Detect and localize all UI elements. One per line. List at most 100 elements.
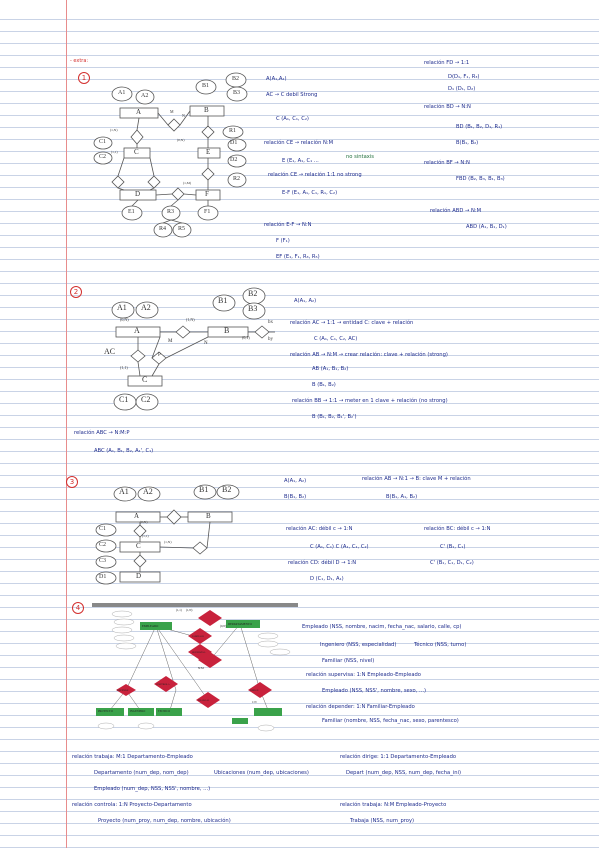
diagram-d1-label-4: B2: [232, 76, 240, 82]
note-s1-2: AC → C debil Strong: [266, 92, 318, 98]
note-s3-3: B(B₁, B₂): [284, 494, 307, 500]
diagram-d1-label-25: (1,N): [110, 127, 118, 132]
diagram-d4-label-16: 1:N: [252, 700, 257, 704]
note-s4-10: Departamento (num_dep, nom_dep): [94, 770, 189, 776]
diagram-d1-label-28: (1,M): [183, 180, 192, 185]
diagram-d2-label-1: A1: [117, 303, 127, 312]
diagram-d1-label-2: A2: [141, 93, 149, 99]
note-s2-8: B (B₁, B₂, B₁', B₂'): [312, 414, 357, 420]
diagram-d4-label-7: SUPERVISA: [192, 650, 206, 654]
note-s4-11: Ubicaciones (num_dep, ubicaciones): [214, 770, 309, 776]
diagram-d1-label-5: B3: [233, 90, 241, 96]
diagram-d1-label-10: R1: [229, 128, 237, 134]
note-s1-17: B(B₁, B₂): [456, 140, 479, 146]
note-s3-7: C (A₁, C₁) C (A₁, C₁, C₂): [310, 544, 369, 550]
diagram-d1-label-1: A1: [118, 90, 126, 96]
diagram-d1-label-12: E1: [128, 209, 135, 215]
note-s2-6: B (B₁, B₂): [312, 382, 336, 388]
page-header: - extra:: [70, 58, 89, 64]
note-s3-8: C' (B₁, C₁): [440, 544, 466, 550]
diagram-d2-label-19: (1,1): [120, 365, 128, 370]
diagram-d2-label-8: C: [142, 375, 148, 384]
diagram-d3-label-5: A: [134, 512, 140, 520]
note-s1-10: F (F₁): [276, 238, 290, 244]
diagram-d3-label-13: (0,N): [140, 519, 148, 524]
diagram-d1-label-22: F: [205, 190, 209, 198]
diagram-d3-label-11: C3: [99, 558, 107, 564]
diagram-d2-label-2: A2: [141, 303, 151, 312]
diagram-d4-label-13: (1,N): [186, 608, 193, 612]
diagram-d4-label-11: DEPENDE: [117, 688, 129, 692]
diagram-d1-label-3: B1: [202, 83, 210, 89]
note-s4-15: relación dirige: 1:1 Departamento-Emplea…: [340, 754, 457, 760]
diagram-d2-label-20: (0,1): [242, 335, 250, 340]
diagram-d1-label-18: B: [204, 106, 209, 114]
diagram-d2-label-6: A: [134, 326, 140, 335]
diagram-d1-label-27: (0,N): [177, 137, 185, 142]
note-s4-4: Familiar (NSS, nivel): [322, 658, 375, 664]
diagram-d3-label-3: B1: [199, 485, 209, 494]
note-s1-6: no sintaxis: [346, 154, 374, 160]
diagram-d2-label-11: AC: [104, 347, 116, 356]
note-s1-9: relación E-F → N:N: [264, 222, 312, 228]
diagram-d3-label-10: C2: [99, 542, 107, 548]
diagram-d3-label-6: B: [206, 512, 211, 520]
section-1-number: 1: [78, 72, 90, 84]
diagram-d3-label-1: A1: [119, 487, 129, 496]
note-s1-8: E-F (E₁, A₁, C₁, R₁, C₂): [282, 190, 338, 196]
diagram-d4-label-14: (0,N): [220, 624, 227, 628]
diagram-d2-label-5: B3: [248, 304, 258, 313]
note-s2-3: C (A₁, C₁, C₂, AC): [314, 336, 358, 342]
note-s1-7: relación CE → relación 1:1 no strong: [268, 172, 362, 178]
diagram-d2-label-17: (0,N): [120, 317, 129, 322]
note-s3-1: A(A₁, A₂): [284, 478, 307, 484]
diagram-d1-label-20: D: [135, 190, 141, 198]
note-s1-18: relación BF → N:N: [424, 160, 470, 166]
note-s1-1: A(A₁,A₂): [266, 76, 287, 82]
note-s2-1: A(A₁, A₂): [294, 298, 317, 304]
note-s4-5: relación supervisa: 1:N Empleado-Emplead…: [306, 672, 421, 678]
diagram-d4-label-1: EMPLEADO: [142, 624, 159, 628]
note-s2-10: ABC (A₁, B₁, B₂, A₁', C₁): [94, 448, 154, 454]
note-s1-16: BD (B₁, B₂, D₁, R₁): [456, 124, 503, 130]
er-diagram-1: [93, 72, 248, 238]
note-s3-2: relación AB → N:1 → B: clave M + relació…: [362, 476, 471, 482]
diagram-d2-label-12: M: [168, 339, 173, 344]
diagram-d4-label-8: TRABAJA: [198, 698, 210, 702]
diagram-d2-label-7: B: [224, 326, 230, 335]
diagram-d1-label-7: C2: [99, 154, 107, 160]
note-s1-20: relación ABD → N:M: [430, 208, 482, 214]
section-3-number: 3: [66, 476, 78, 488]
diagram-d1-label-19: C: [134, 148, 139, 156]
diagram-d4-label-6: FAMILIAR: [192, 634, 204, 638]
er-diagram-4: [92, 603, 298, 732]
note-s3-10: C' (B₁, C₁, D₁, C₂): [430, 560, 474, 566]
note-s4-18: Trabaja (NSS, num_proy): [350, 818, 415, 824]
note-s2-2: relación AC → 1:1 → entidad C: clave + r…: [290, 320, 414, 326]
diagram-d3-label-14: (1,1): [142, 533, 149, 538]
diagram-d2-label-9: C1: [119, 395, 129, 404]
note-s1-3: C (A₁, C₁, C₂): [276, 116, 309, 122]
diagram-d2-label-14: P: [158, 353, 161, 358]
diagram-d1-label-11: R2: [233, 176, 241, 182]
diagram-d4-label-5: TECNICO: [158, 710, 171, 714]
note-s4-9: relación trabaja: M:1 Departamento-Emple…: [72, 754, 193, 760]
diagram-d3-label-12: D1: [99, 574, 107, 580]
diagram-d4-label-9: DIRIGE: [250, 688, 259, 692]
diagram-d2-label-4: B2: [248, 289, 258, 298]
margin-line: [66, 0, 67, 848]
diagram-d4-label-4: INGENIERO: [130, 710, 146, 714]
diagram-d4-label-2: DEPARTAMENTO: [228, 622, 252, 626]
note-s1-12: relación FD → 1:1: [424, 60, 470, 66]
note-s4-7: relación depender: 1:N Familiar-Empleado: [306, 704, 415, 710]
diagram-d2-label-16: by: [268, 337, 273, 342]
diagram-d1-label-13: F1: [204, 209, 211, 215]
diagram-d1-label-14: R3: [167, 209, 175, 215]
note-s2-7: relación BB → 1:1 → meter en 1 clave + r…: [292, 398, 448, 404]
diagram-d3-label-9: C1: [99, 526, 107, 532]
diagram-d3-label-2: A2: [143, 487, 153, 496]
note-s4-12: Empleado (num_dep, NSS, NSS', nombre, ..…: [94, 786, 211, 792]
diagram-d4-label-15: N:M: [198, 666, 204, 670]
diagram-d3-label-8: D: [136, 572, 142, 580]
